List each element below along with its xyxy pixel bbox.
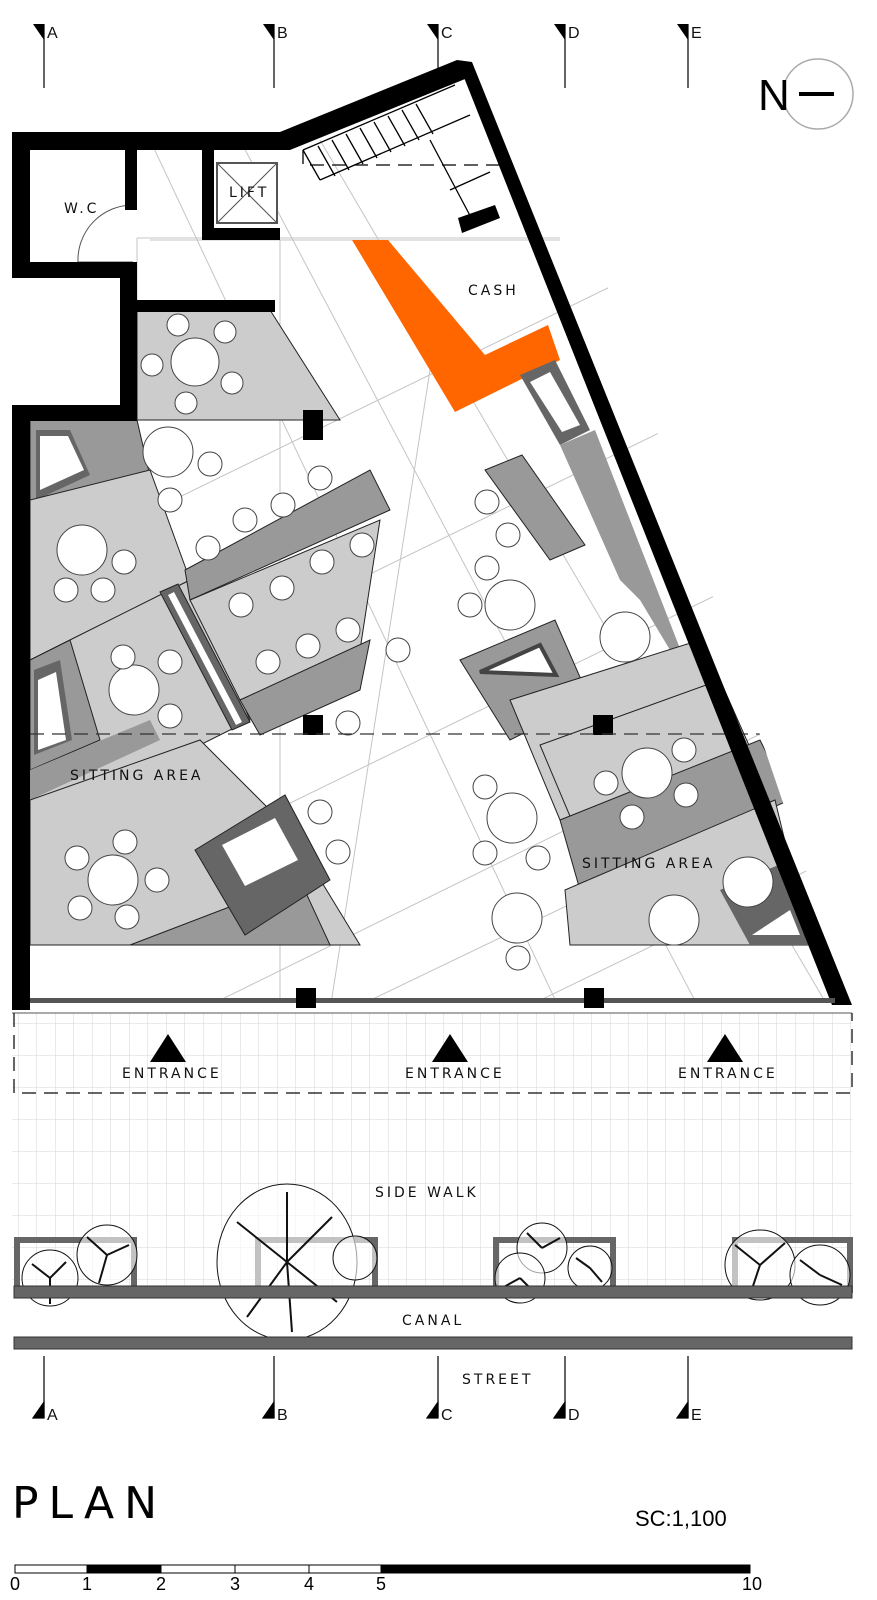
lift-icon: [216, 162, 278, 224]
entrance-label-2: ENTRANCE: [405, 1066, 505, 1082]
structural-columns: [303, 410, 613, 735]
section-label-B-bottom: B: [277, 1407, 288, 1424]
entrance-label-1: ENTRANCE: [122, 1066, 222, 1082]
room-label-wc: W.C: [64, 201, 99, 217]
scale-tick-10: 10: [741, 1574, 763, 1594]
section-marker-B-top-icon: [263, 24, 275, 88]
north-label: N: [758, 71, 790, 120]
section-marker-E-top-icon: [677, 24, 689, 88]
entrance-arrow-icon-1: [150, 1034, 186, 1062]
site-label-canal: CANAL: [402, 1313, 464, 1329]
scale-bar: [14, 1564, 751, 1574]
section-label-A-bottom: A: [47, 1407, 58, 1424]
section-marker-C-top-icon: [427, 24, 439, 70]
north-arrow-icon: [782, 58, 854, 130]
scale-tick-3: 3: [229, 1574, 241, 1594]
section-label-D-top: D: [568, 25, 580, 42]
street-edge: [13, 1336, 853, 1350]
section-marker-A-top-icon: [33, 24, 45, 88]
section-label-E-bottom: E: [691, 1407, 702, 1424]
section-marker-D-top-icon: [554, 24, 566, 88]
stairs-icon: [302, 84, 505, 226]
site-label-street: STREET: [462, 1372, 533, 1388]
entrance-label-3: ENTRANCE: [678, 1066, 778, 1082]
scale-tick-0: 0: [9, 1574, 21, 1594]
interior-zones: [30, 139, 850, 1000]
scale-tick-1: 1: [81, 1574, 93, 1594]
scale-tick-4: 4: [303, 1574, 315, 1594]
room-label-sitting-area-right: SITTING AREA: [582, 856, 716, 872]
scale-tick-2: 2: [155, 1574, 167, 1594]
canopy-outline: [13, 1013, 853, 1094]
entrance-arrow-icon-2: [432, 1034, 468, 1062]
section-label-A-top: A: [47, 25, 58, 42]
room-label-cash: CASH: [468, 283, 519, 299]
drawing-title: PLAN: [12, 1478, 168, 1529]
section-markers-bottom: [31, 1356, 689, 1419]
room-label-sitting-area-left: SITTING AREA: [70, 768, 204, 784]
section-label-D-bottom: D: [568, 1407, 580, 1424]
scale-tick-5: 5: [375, 1574, 387, 1594]
entrance-arrow-icon-3: [707, 1034, 743, 1062]
canal-edge: [13, 1285, 853, 1299]
cash-counter: [352, 240, 560, 412]
wc-door-swing-icon: [77, 204, 134, 263]
section-label-E-top: E: [691, 25, 702, 42]
tree-icons: [21, 1183, 851, 1341]
site-label-sidewalk: SIDE WALK: [375, 1185, 479, 1201]
section-label-C-bottom: C: [441, 1407, 453, 1424]
section-label-C-top: C: [441, 25, 453, 42]
section-markers-top: [33, 24, 689, 88]
walls: [12, 60, 852, 1010]
furniture-tables: [53, 313, 774, 971]
scale-text: SC:1,100: [635, 1506, 727, 1531]
room-label-lift: LIFT: [229, 185, 269, 201]
section-label-B-top: B: [277, 25, 288, 42]
